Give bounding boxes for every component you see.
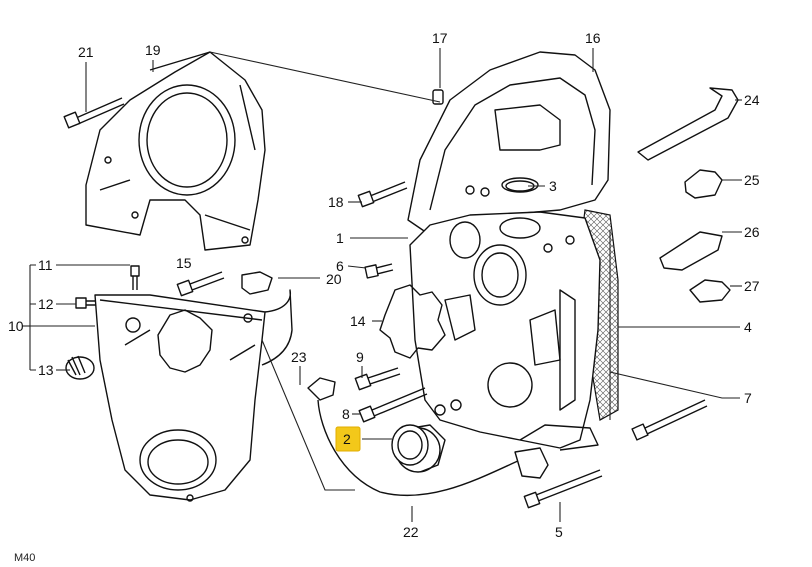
clip-25 [684, 169, 723, 199]
clip-27 [689, 279, 731, 303]
callout-26: 26 [744, 224, 760, 240]
crankshaft-seal [391, 424, 446, 473]
bolt-21 [63, 97, 125, 129]
callout-15: 15 [176, 255, 192, 271]
callout-9: 9 [356, 349, 364, 365]
callout-6: 6 [336, 258, 344, 274]
bolt-12 [75, 297, 96, 309]
callout-4: 4 [744, 319, 752, 335]
callout-10: 10 [8, 318, 24, 334]
callout-23: 23 [291, 349, 307, 365]
bolt-18 [357, 181, 408, 208]
callout-20: 20 [326, 271, 342, 287]
callout-16: 16 [585, 30, 601, 46]
timing-case-cover [407, 51, 611, 236]
highlight-box [335, 426, 361, 452]
callout-24: 24 [744, 92, 760, 108]
callout-21: 21 [78, 44, 94, 60]
callout-27: 27 [744, 278, 760, 294]
pulse-sensor [307, 377, 336, 401]
bolt-9 [354, 367, 401, 391]
callout-19: 19 [145, 42, 161, 58]
callout-18: 18 [328, 194, 344, 210]
model-code: M40 [14, 552, 35, 564]
callout-25: 25 [744, 172, 760, 188]
callout-13: 13 [38, 362, 54, 378]
bolt-7 [631, 399, 708, 441]
callout-14: 14 [350, 313, 366, 329]
leader-lines [22, 48, 742, 522]
bolt-8 [358, 387, 428, 423]
callout-3: 3 [549, 178, 557, 194]
callout-11: 11 [38, 257, 53, 273]
callout-22: 22 [403, 524, 419, 540]
sensor-plug [514, 447, 549, 479]
callout-1: 1 [336, 230, 344, 246]
sensor-bracket [241, 271, 273, 295]
gasket-14 [379, 284, 446, 359]
timing-case [409, 209, 619, 451]
callout-labels: 21 19 17 16 24 25 26 27 4 7 3 18 1 6 20 … [8, 30, 760, 540]
upper-timing-cover [85, 51, 266, 251]
callout-2: 2 [343, 431, 351, 447]
sensor-cable [317, 399, 521, 497]
callout-5: 5 [555, 524, 563, 540]
bolt-5 [523, 469, 603, 509]
callout-17: 17 [432, 30, 448, 46]
bolt-6 [364, 263, 394, 279]
screw-11 [130, 265, 140, 290]
plug-13 [65, 355, 95, 380]
callout-8: 8 [342, 406, 350, 422]
lower-timing-cover [94, 289, 293, 502]
bracket-26 [659, 231, 723, 271]
bolt-15 [176, 271, 225, 297]
callout-7: 7 [744, 390, 752, 406]
bracket-24 [637, 87, 739, 161]
callout-12: 12 [38, 296, 54, 312]
